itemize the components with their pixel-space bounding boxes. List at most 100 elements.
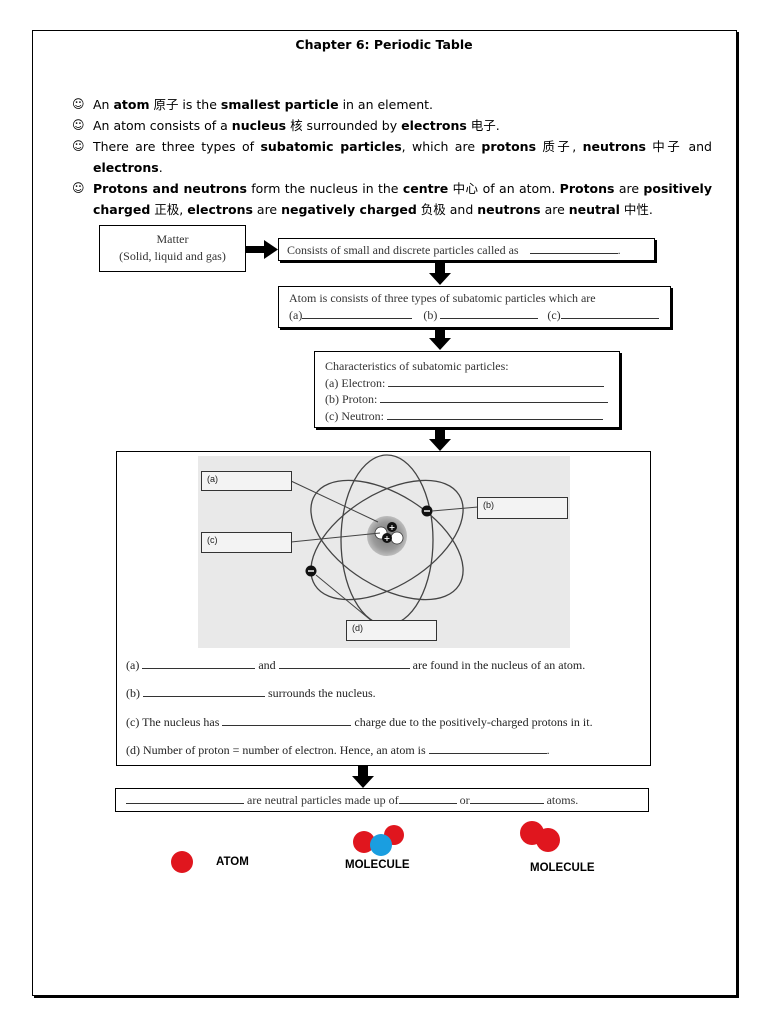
subatomic-a-blank[interactable] <box>302 318 413 319</box>
qa-suffix: are found in the nucleus of an atom. <box>412 658 586 672</box>
bullet-text: 负极 and <box>416 202 478 217</box>
bullet-text: 中子 and <box>645 139 712 154</box>
bullet-text: . <box>158 160 163 175</box>
bullet-text: An <box>93 97 114 112</box>
qb-blank[interactable] <box>143 696 265 697</box>
diagram-label-d[interactable]: (d) <box>346 620 437 641</box>
down-arrow-1 <box>429 261 451 285</box>
qa-blank-1[interactable] <box>142 668 256 669</box>
label-c-text: (c) <box>207 535 218 545</box>
qd-suffix: . <box>546 743 550 757</box>
orbit-ellipse <box>310 479 464 601</box>
down-arrow-2 <box>429 328 451 350</box>
bullet-text: are <box>252 202 282 217</box>
bullet-text: An atom consists of a <box>93 118 232 133</box>
characteristics-box: Characteristics of subatomic particles: … <box>314 351 620 428</box>
qa-prefix: (a) <box>126 658 140 672</box>
bold-term: electrons <box>401 118 467 133</box>
molecule1-legend-label: MOLECULE <box>345 859 410 871</box>
label-b-text: (b) <box>483 500 494 510</box>
bold-term: nucleus <box>231 118 287 133</box>
bold-term: centre <box>402 181 449 196</box>
svg-text:+: + <box>389 523 396 532</box>
bold-term: Protons <box>559 181 615 196</box>
pointer-line-b <box>431 506 479 512</box>
label-d-text: (d) <box>352 623 363 633</box>
bold-term: protons <box>481 139 537 154</box>
qc-suffix: charge due to the positively-charged pro… <box>354 715 593 729</box>
qa-blank-2[interactable] <box>278 668 410 669</box>
bullet-text: in an element. <box>338 97 434 112</box>
bold-term: electrons <box>93 160 159 175</box>
down-arrow-3 <box>429 429 451 451</box>
bullet-text: 电子. <box>466 118 500 133</box>
bullet-list: ☺ An atom 原子 is the smallest particle in … <box>72 94 712 220</box>
smiley-icon: ☺ <box>72 139 85 153</box>
bottom-blank-2[interactable] <box>398 803 457 804</box>
qc-blank[interactable] <box>222 725 352 726</box>
bullet-text: 原子 is the <box>149 97 221 112</box>
bold-term: neutral <box>568 202 620 217</box>
bullet-text: form the nucleus in the <box>246 181 403 196</box>
proton-particle <box>387 522 397 532</box>
down-arrow-4 <box>352 766 374 788</box>
bullet-text: There are three types of <box>93 139 261 154</box>
electron-blank[interactable] <box>388 385 605 387</box>
page-border <box>32 30 737 996</box>
matter-subtitle: (Solid, liquid and gas) <box>119 249 226 263</box>
electron-label: (a) Electron: <box>325 375 386 390</box>
smiley-icon: ☺ <box>72 181 85 195</box>
diagram-label-c[interactable]: (c) <box>201 532 292 553</box>
page-title: Chapter 6: Periodic Table <box>295 37 473 52</box>
question-a: (a) and are found in the nucleus of an a… <box>126 658 585 673</box>
molecule2-legend-label: MOLECULE <box>530 862 595 874</box>
neutron-label: (c) Neutron: <box>325 408 384 423</box>
bold-term: neutrons <box>477 202 541 217</box>
bold-term: Protons and neutrons <box>93 181 247 196</box>
bottom-blank-3[interactable] <box>469 803 544 804</box>
proton-label: (b) Proton: <box>325 392 378 406</box>
subatomic-c-blank[interactable] <box>560 318 659 319</box>
bold-term: electrons <box>187 202 253 217</box>
bold-term: atom <box>113 97 150 112</box>
bullet-item: ☺ There are three types of subatomic part… <box>72 136 712 178</box>
bottom-blank-1[interactable] <box>126 803 244 804</box>
qd-prefix: (d) Number of proton = number of electro… <box>126 743 426 757</box>
bold-term: smallest particle <box>220 97 339 112</box>
bottom-text-1: are neutral particles made up of <box>247 793 399 807</box>
subatomic-b-blank[interactable] <box>440 318 539 319</box>
right-arrow-shaft <box>246 246 266 253</box>
atom-legend-label: ATOM <box>216 856 249 868</box>
bottom-text-2: or <box>459 793 470 807</box>
molecule1-red-ball <box>353 831 375 853</box>
subatomic-box: Atom is consists of three types of subat… <box>278 286 671 328</box>
qa-mid: and <box>258 658 276 672</box>
proton-blank[interactable] <box>380 402 609 403</box>
bullet-text: 质子, <box>536 139 583 154</box>
particles-blank[interactable] <box>529 253 618 254</box>
bullet-text: 核 surrounded by <box>286 118 402 133</box>
subatomic-c-label: (c) <box>547 308 561 322</box>
bullet-text: 中心 of an atom. <box>448 181 560 196</box>
bullet-text: , which are <box>401 139 482 154</box>
label-a-text: (a) <box>207 474 218 484</box>
matter-title: Matter <box>156 232 189 246</box>
bold-term: subatomic particles <box>260 139 402 154</box>
subatomic-b-label: (b) <box>423 308 438 322</box>
qd-blank[interactable] <box>428 753 547 754</box>
diagram-label-b[interactable]: (b) <box>477 497 568 519</box>
particles-box: Consists of small and discrete particles… <box>278 238 655 261</box>
qb-prefix: (b) <box>126 686 140 700</box>
question-d: (d) Number of proton = number of electro… <box>126 743 550 758</box>
characteristics-title: Characteristics of subatomic particles: <box>325 359 509 373</box>
bottom-text-3: atoms. <box>546 793 579 807</box>
pointer-line-c <box>290 532 381 543</box>
bullet-text: 正极, <box>150 202 188 217</box>
smiley-icon: ☺ <box>72 97 85 111</box>
subatomic-a-label: (a) <box>289 308 303 322</box>
neutron-blank[interactable] <box>386 418 603 420</box>
diagram-label-a[interactable]: (a) <box>201 471 292 491</box>
bullet-item: ☺ Protons and neutrons form the nucleus i… <box>72 178 712 220</box>
